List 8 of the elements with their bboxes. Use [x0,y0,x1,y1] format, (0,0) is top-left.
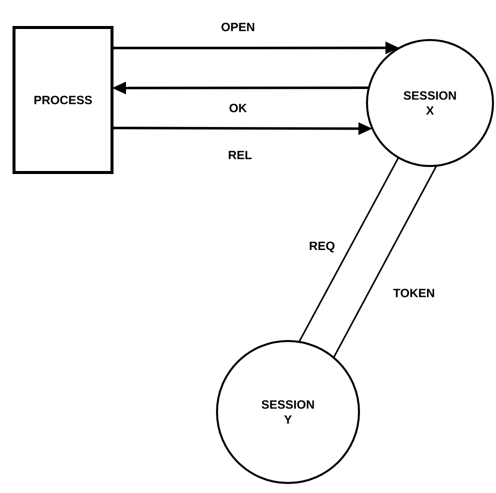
edge-label: OK [230,104,247,112]
edge-label: TOKEN [393,288,434,298]
process-box: PROCESS [12,26,114,174]
edge-label: REL [228,150,252,160]
connector-line [332,165,438,358]
edge-label: OPEN [221,22,254,32]
connector-line [298,157,400,342]
edge-label: REQ [310,242,334,252]
